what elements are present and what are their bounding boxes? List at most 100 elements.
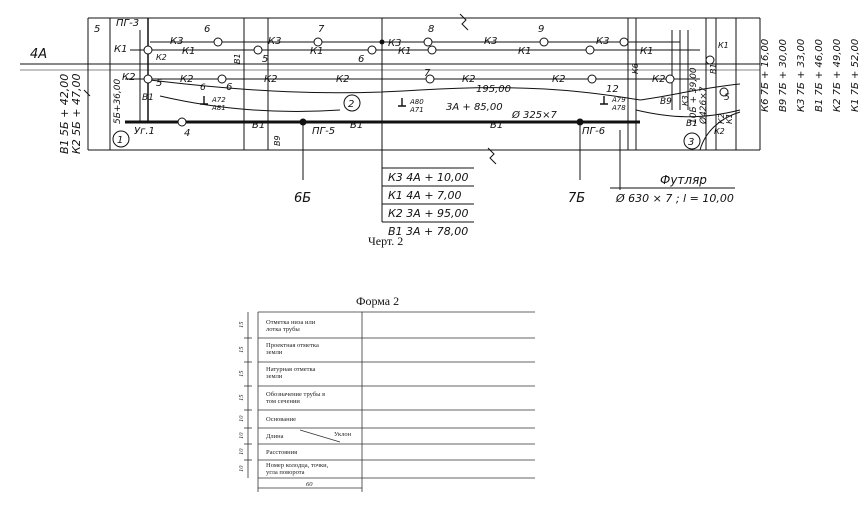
vertical-right-b9: В9 7Б + 30,00 xyxy=(778,39,789,112)
k2-label: К2 xyxy=(714,127,725,136)
table-row-k1: К1 4А + 7,00 xyxy=(388,189,462,202)
vertical-right-k2: К2 7Б + 49,00 xyxy=(832,39,843,112)
valve-a81: А81 xyxy=(211,104,226,112)
pipe-k2-vert: К2 xyxy=(717,113,726,124)
k1-label: К1 xyxy=(640,46,653,57)
table-row-k2: К2 3А + 95,00 xyxy=(388,207,469,220)
k2-label: К2 xyxy=(652,74,665,85)
form-dim-7: 10 xyxy=(238,448,245,455)
form-row-4-label: Обозначение трубы в xyxy=(266,391,325,398)
vertical-right-b1: В1 7Б + 46,00 xyxy=(814,39,825,112)
label-5-mid: 5 xyxy=(156,78,162,89)
k1-label: К1 xyxy=(182,46,195,57)
label-ug1: Уг.1 xyxy=(134,126,155,137)
vertical-right-k3: К3 7Б + 33,00 xyxy=(796,39,807,112)
node-5: 5 xyxy=(262,54,268,65)
profile-7b: 7Б xyxy=(568,191,585,206)
pipe-b1-vert: В1 xyxy=(709,63,718,74)
drawing-caption: Черт. 2 xyxy=(368,234,404,248)
form-dim-4: 15 xyxy=(238,394,245,401)
form-dim-3: 15 xyxy=(238,370,245,377)
form-row-2-label: земли xyxy=(266,349,283,356)
pipe-10b-39: 10Б + 39,00 xyxy=(689,67,699,124)
k1-label: К1 xyxy=(398,46,411,57)
utility-plan-drawing: 5 4A ПГ-3 К1 К2 5 К2 В1 Уг.1 4 5Б+36,00 … xyxy=(20,13,861,238)
form-row-1-label: лотка трубы xyxy=(266,326,300,333)
k3-label: К3 xyxy=(388,38,401,49)
form-row-8-label: угла поворота xyxy=(266,469,305,476)
case-title: Футляр xyxy=(660,173,707,187)
case-spec: Ø 630 × 7 ; l = 10,00 xyxy=(615,192,734,205)
pipe-b9: В9 xyxy=(273,135,282,146)
valve-a80: А80 xyxy=(409,98,424,106)
k2-label: К2 xyxy=(336,74,349,85)
pg-5: ПГ-5 xyxy=(312,126,335,137)
k3-label: К3 xyxy=(170,36,183,47)
valve-a78: А78 xyxy=(611,104,626,112)
b1-label: В1 xyxy=(490,120,503,131)
vertical-left-k2: К2 5Б + 47,00 xyxy=(70,73,83,154)
vertical-right-k6: К6 7Б + 16,00 xyxy=(760,39,771,112)
pipe-195: 195,00 xyxy=(476,84,511,95)
pipe-d426: Ø426×7 xyxy=(698,86,709,125)
node-6: 6 xyxy=(226,82,232,93)
form-dim-8: 10 xyxy=(238,465,245,472)
node-7: 7 xyxy=(424,68,431,79)
form-row-1-label: Отметка низа или xyxy=(266,319,316,326)
table-row-b1: В1 3А + 78,00 xyxy=(388,225,468,238)
form-row-8-label: Номер колодца, точки, xyxy=(266,462,329,469)
axis-4a: 4A xyxy=(30,47,47,62)
node-6c: 6 xyxy=(200,83,206,93)
b1-label: В1 xyxy=(233,53,242,64)
form-row-5-label: Основание xyxy=(266,416,296,423)
k3-label: К3 xyxy=(268,36,281,47)
form-dim-6: 10 xyxy=(238,432,245,439)
label-k2-left: К2 xyxy=(122,72,135,83)
form-row-2-label: Проектная отметка xyxy=(266,342,319,349)
top-number-6: 6 xyxy=(204,24,210,35)
label-k2-left-vert: К2 xyxy=(156,53,167,62)
form-row-6-label-slope: Уклон xyxy=(334,431,352,438)
form-row-3-label: Натурная отметка xyxy=(266,366,316,373)
pipe-b1-right: В1 xyxy=(686,119,698,129)
pipe-d325: Ø 325×7 xyxy=(511,109,558,121)
form-row-4-label: том сечении xyxy=(266,398,300,405)
node-6b: 6 xyxy=(358,54,364,65)
pg-3: ПГ-3 xyxy=(116,18,139,29)
label-b1-left: В1 xyxy=(142,93,154,103)
vertical-left-b1: В1 5Б + 42,00 xyxy=(58,74,71,154)
valve-a71: А71 xyxy=(409,106,424,114)
form-row-6-label: Длина xyxy=(266,433,284,440)
k2-label: К2 xyxy=(264,74,277,85)
pipe-k6: К6 xyxy=(631,63,640,74)
node-12: 12 xyxy=(606,84,619,95)
label-5-top-left: 5 xyxy=(94,24,100,35)
pipe-k1-vert: К1 xyxy=(725,113,734,124)
top-number-7: 7 xyxy=(318,24,325,35)
form-row-7-label: Расстояния xyxy=(266,449,297,456)
pg-6: ПГ-6 xyxy=(582,126,605,137)
label-k1-left: К1 xyxy=(114,44,127,55)
b1-label: В1 xyxy=(252,120,265,131)
k3-label: К3 xyxy=(484,36,497,47)
form-bottom-dim: 60 xyxy=(306,481,313,488)
form-row-3-label: земли xyxy=(266,373,283,380)
b1-label: В1 xyxy=(350,120,363,131)
form-dim-1: 15 xyxy=(238,321,245,328)
circled-3: 3 xyxy=(688,137,694,148)
circled-2: 2 xyxy=(348,99,354,110)
pipe-b9-right: В9 xyxy=(660,97,672,107)
form-dim-5: 10 xyxy=(238,415,245,422)
form-caption: Форма 2 xyxy=(356,294,400,308)
k1-label: К1 xyxy=(310,46,323,57)
k2-label: К2 xyxy=(552,74,565,85)
circled-1: 1 xyxy=(117,135,123,146)
k2-label: К2 xyxy=(180,74,193,85)
valve-a79: А79 xyxy=(611,96,626,104)
profile-6b: 6Б xyxy=(294,191,311,206)
k2-label: К2 xyxy=(462,74,475,85)
k1-label: К1 xyxy=(518,46,531,57)
k1-label: К1 xyxy=(718,41,729,50)
pipe-3a-85: 3А + 85,00 xyxy=(446,102,503,113)
valve-a72: А72 xyxy=(211,96,226,104)
